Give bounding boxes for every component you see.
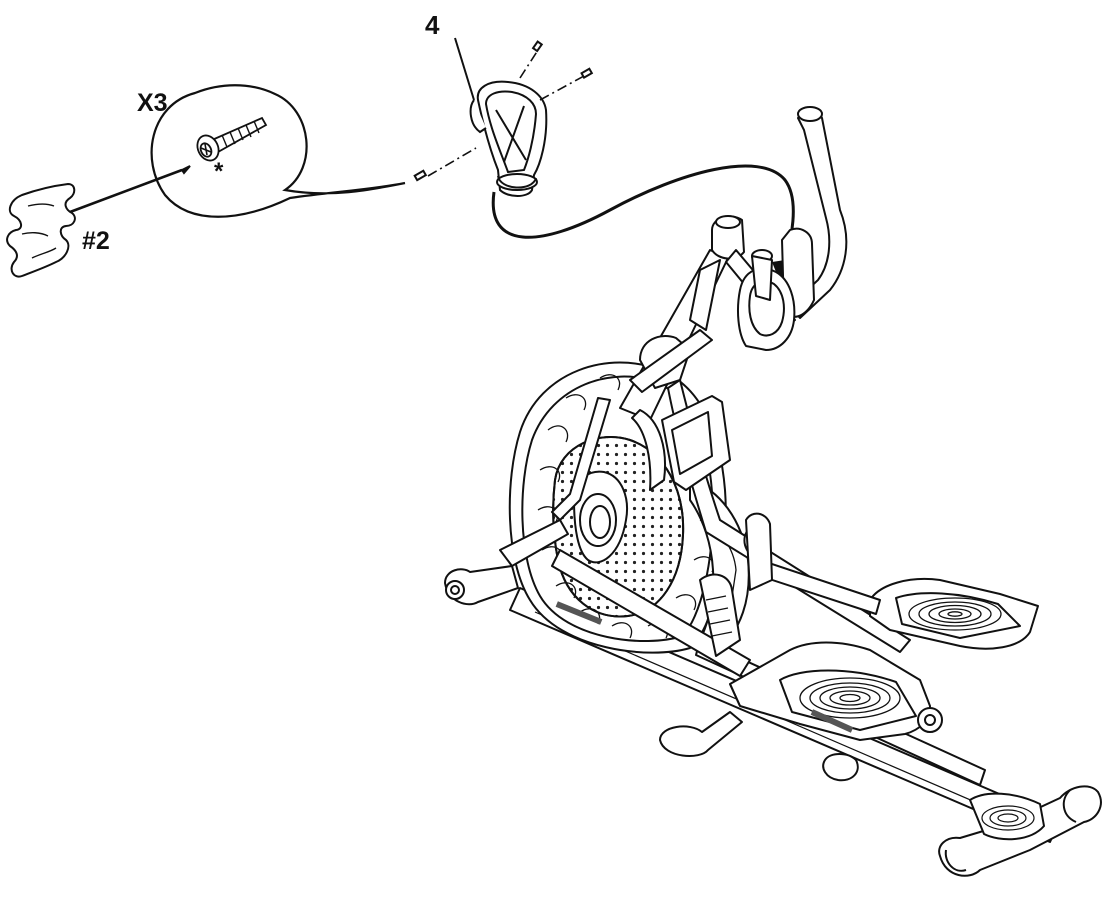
phillips-screwdriver-icon <box>6 165 191 278</box>
hardware-callout <box>150 84 406 218</box>
screw-note-mark: * <box>214 158 224 185</box>
quantity-label: X3 <box>137 89 168 117</box>
callout-bubble <box>150 84 406 218</box>
install-arrow <box>491 164 795 271</box>
part-number-label: 4 <box>425 10 440 40</box>
screw-icon <box>196 116 268 162</box>
water-bottle-holder-icon <box>413 37 594 197</box>
elliptical-trainer-icon <box>444 106 1102 877</box>
tool-size-label: #2 <box>82 227 110 255</box>
